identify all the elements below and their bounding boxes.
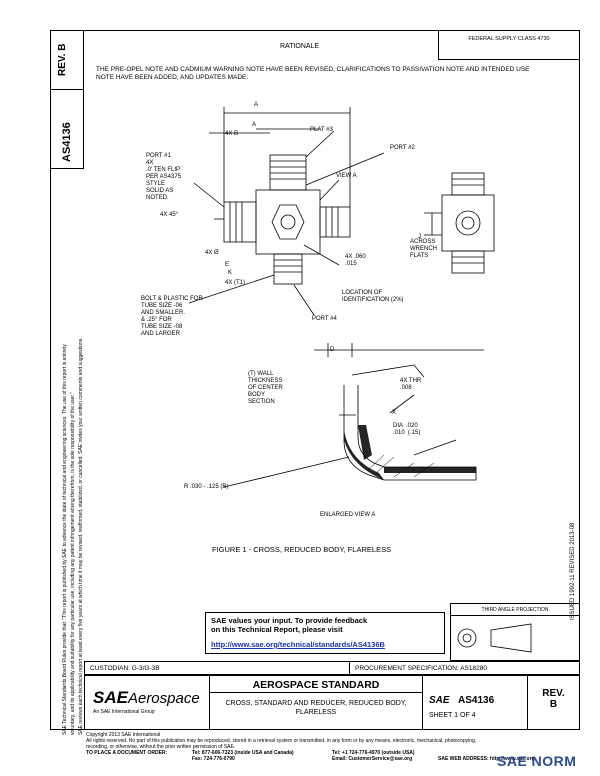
tel-outside: Tel: +1 724-776-4970 (outside USA) — [332, 750, 415, 756]
e-label: E — [225, 262, 230, 268]
feedback-line-1: SAE values your input. To provide feedba… — [211, 616, 368, 625]
hex-dim: 4X .060 .015 — [345, 254, 366, 267]
j-label: J — [418, 234, 421, 240]
section-title: RATIONALE — [280, 43, 320, 50]
port4-label: PORT #4 — [312, 316, 337, 322]
email: Email: CustomerService@sae.org — [332, 756, 413, 762]
doc-number-box: AS4136 — [50, 89, 84, 169]
third-angle-label: THIRD ANGLE PROJECTION — [451, 604, 579, 616]
feedback-link[interactable]: http://www.sae.org/technical/standards/A… — [211, 640, 385, 649]
procurement-cell: PROCUREMENT SPECIFICATION: AS18280 — [349, 661, 580, 675]
logo-sae: SAE — [93, 688, 128, 707]
standard-cell: AEROSPACE STANDARD — [209, 675, 423, 693]
port1-note: PORT #1 4X .0' TEN FLIP PER AS4375 STYLE… — [146, 153, 182, 201]
fax: Fax: 724-776-0790 — [192, 756, 235, 762]
third-angle-symbol — [457, 623, 532, 653]
dia-note-2: DIA .020 .010 (.15) — [393, 423, 421, 436]
sheet-number: SHEET 1 OF 4 — [429, 712, 476, 719]
rights-text-2: recording, or otherwise, without the pri… — [86, 744, 236, 750]
watermark-logo: SAE NORM — [497, 753, 577, 769]
enlarged-view-label: ENLARGED VIEW A — [320, 512, 376, 518]
x-label: X — [392, 410, 397, 416]
port2-label: PORT #2 — [390, 145, 415, 151]
view-a-label: VIEW A — [336, 173, 357, 179]
rev-label: REV. — [57, 53, 68, 76]
t1-label: 4X (T1) — [225, 280, 246, 286]
rev-value-title: B — [549, 699, 558, 710]
bolt-note: BOLT & PLASTIC FOR TUBE SIZE -06 AND SMA… — [141, 296, 203, 337]
web-address: SAE WEB ADDRESS: http://www.sae.org — [438, 756, 535, 762]
copyright: Copyright 2013 SAE International — [86, 732, 161, 738]
dim-a-top: A — [254, 102, 259, 108]
logo-aerospace: Aerospace — [127, 690, 200, 707]
logo-cell: SAEAerospace An SAE International Group — [84, 675, 210, 730]
rev-value: B — [57, 43, 68, 51]
dia-label: 4X Ø — [205, 250, 219, 256]
dim-4x-b: 4X B — [225, 131, 239, 137]
logo-subtitle: An SAE International Group — [93, 709, 155, 715]
third-angle-box: THIRD ANGLE PROJECTION — [450, 603, 580, 661]
procurement-text: PROCUREMENT SPECIFICATION: AS18280 — [355, 665, 487, 672]
rev-cell: REV. B — [527, 675, 580, 730]
document-title: CROSS, STANDARD AND REDUCER, REDUCED BOD… — [225, 700, 407, 716]
order-label: TO PLACE A DOCUMENT ORDER: — [86, 750, 168, 756]
aerospace-standard: AEROSPACE STANDARD — [252, 679, 380, 691]
wall-note: (T) WALL THICKNESS OF CENTER BODY SECTIO… — [248, 371, 283, 405]
radius-note: R .030 - .125 (B) — [184, 484, 229, 490]
rights-text: All rights reserved. No part of this pub… — [86, 738, 477, 744]
fsc-box: FEDERAL SUPPLY CLASS 4730 — [438, 30, 580, 60]
title-cell: CROSS, STANDARD AND REDUCER, REDUCED BOD… — [209, 692, 423, 730]
feedback-line-2: on this Technical Report, please visit — [211, 625, 343, 634]
id-location: LOCATION OF IDENTIFICATION (2%) — [342, 290, 404, 303]
chamfer-label: 4X 45° — [160, 212, 179, 218]
k-label: K — [228, 270, 233, 276]
body-outline — [255, 189, 321, 255]
thr-note: 4X THR .008 — [400, 378, 422, 391]
d-label: D — [330, 347, 335, 353]
rev-box: REV. B — [50, 30, 84, 90]
figure-caption: FIGURE 1 - CROSS, REDUCED BODY, FLARELES… — [212, 545, 392, 554]
custodian-text: CUSTODIAN: G-3/G-3B — [90, 665, 160, 672]
sae-small-logo: SAE — [429, 695, 450, 706]
doc-number-vertical: AS4136 — [61, 122, 73, 162]
dim-a-inner: A — [252, 122, 257, 128]
tel-usa: Tel: 877-606-7323 (inside USA and Canada… — [192, 750, 294, 756]
doc-number: AS4136 — [458, 695, 495, 706]
cross-fitting-drawing — [188, 107, 495, 488]
across-flats: ACROSS WRENCH FLATS — [410, 239, 437, 259]
custodian-cell: CUSTODIAN: G-3/G-3B — [84, 661, 350, 675]
doc-cell: SAE AS4136 SHEET 1 OF 4 — [422, 675, 528, 730]
rationale-text: THE PRE-OPEL NOTE AND CADMIUM WARNING NO… — [96, 66, 530, 81]
rev-label-title: REV. — [542, 688, 565, 699]
plat-label: PLAT #3 — [310, 127, 333, 133]
feedback-box: SAE values your input. To provide feedba… — [205, 612, 445, 654]
fsc-text: FEDERAL SUPPLY CLASS 4730 — [468, 36, 550, 42]
